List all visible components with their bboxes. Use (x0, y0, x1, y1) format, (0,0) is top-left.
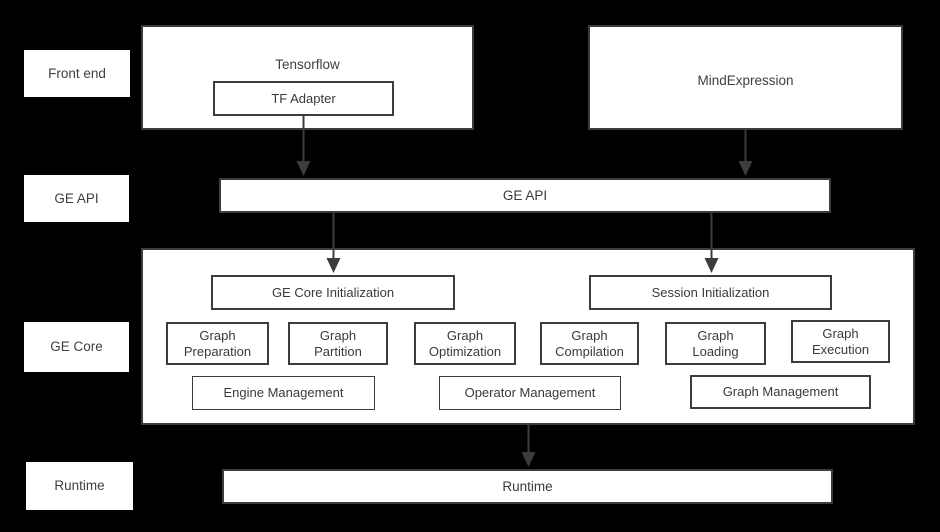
graph-loading-box[interactable]: Graph Loading (665, 322, 766, 365)
tf-adapter-label: TF Adapter (271, 90, 336, 106)
tensorflow-title: Tensorflow (275, 57, 340, 72)
ge-api-bar[interactable]: GE API (219, 178, 831, 213)
ge-api-to-session-init-arrowhead (704, 258, 719, 273)
engine-management-label: Engine Management (223, 385, 344, 401)
layer-label-front-end-text: Front end (48, 65, 106, 81)
graph-preparation-label: Graph Preparation (183, 328, 252, 359)
layer-label-front-end: Front end (24, 50, 130, 97)
layer-label-ge-api: GE API (24, 175, 129, 222)
graph-loading-label: Graph Loading (692, 328, 739, 359)
mindexpression-to-ge-api-arrowhead (738, 161, 753, 176)
ge-core-initialization-box[interactable]: GE Core Initialization (211, 275, 455, 310)
layer-label-ge-api-text: GE API (54, 190, 99, 206)
ge-api-bar-label: GE API (502, 187, 548, 203)
graph-compilation-box[interactable]: Graph Compilation (540, 322, 639, 365)
tf-adapter-to-ge-api-arrowhead (296, 161, 311, 176)
tf-adapter-box[interactable]: TF Adapter (213, 81, 394, 116)
graph-execution-box[interactable]: Graph Execution (791, 320, 890, 363)
runtime-bar-label: Runtime (502, 478, 553, 494)
operator-management-label: Operator Management (464, 385, 596, 401)
layer-label-ge-core: GE Core (24, 322, 129, 372)
runtime-bar[interactable]: Runtime (222, 469, 833, 504)
mindexpression-frame[interactable]: MindExpression (588, 25, 903, 130)
layer-label-runtime-text: Runtime (54, 478, 105, 494)
graph-management-label: Graph Management (722, 384, 839, 400)
ge-api-to-ge-core-init-arrowhead (326, 258, 341, 273)
operator-management-box[interactable]: Operator Management (439, 376, 621, 410)
graph-compilation-label: Graph Compilation (555, 328, 624, 359)
ge-core-to-runtime-arrowhead (521, 452, 536, 467)
graph-execution-label: Graph Execution (811, 326, 870, 357)
mindexpression-title: MindExpression (697, 73, 794, 88)
graph-management-box[interactable]: Graph Management (690, 375, 871, 409)
session-initialization-label: Session Initialization (651, 284, 770, 300)
ge-core-initialization-label: GE Core Initialization (271, 284, 395, 300)
session-initialization-box[interactable]: Session Initialization (589, 275, 832, 310)
graph-preparation-box[interactable]: Graph Preparation (166, 322, 269, 365)
engine-management-box[interactable]: Engine Management (192, 376, 375, 410)
graph-partition-box[interactable]: Graph Partition (288, 322, 388, 365)
layer-label-runtime: Runtime (26, 462, 133, 510)
graph-optimization-box[interactable]: Graph Optimization (414, 322, 516, 365)
graph-partition-label: Graph Partition (314, 328, 362, 359)
layer-label-ge-core-text: GE Core (50, 339, 103, 355)
graph-optimization-label: Graph Optimization (428, 328, 502, 359)
